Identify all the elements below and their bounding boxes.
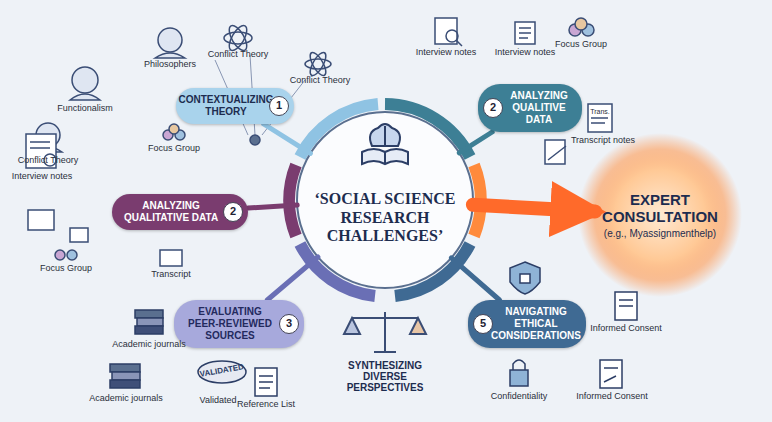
icon-label: Informed Consent xyxy=(590,324,662,334)
icon-label: Academic journals xyxy=(89,394,163,404)
callout-number: 3 xyxy=(279,314,299,334)
callout-number: 5 xyxy=(473,314,493,334)
expert-glow xyxy=(578,133,742,297)
sources-pill: EVALUATING PEER-REVIEWED SOURCES3 xyxy=(174,300,304,348)
icon-label: Validated xyxy=(200,396,237,406)
icon-label: Functionalism xyxy=(57,104,113,114)
callout-number: 2 xyxy=(483,98,503,118)
icon-label: Confidentiality xyxy=(491,392,548,402)
pill-title: NAVIGATING ETHICAL CONSIDERATIONS xyxy=(491,306,581,342)
connector xyxy=(459,132,492,153)
center-ring xyxy=(289,104,481,296)
icon-label: Transcript xyxy=(151,270,191,280)
ethics-pill: NAVIGATING ETHICAL CONSIDERATIONS5 xyxy=(468,300,586,348)
pill-title: EVALUATING PEER-REVIEWED SOURCES xyxy=(184,306,276,342)
icon-label: Academic journals xyxy=(112,340,186,350)
icon-label: Interview notes xyxy=(12,172,73,182)
book-brain-icon xyxy=(362,124,408,164)
icon-label: Transcript notes xyxy=(571,136,635,146)
callout-number: 1 xyxy=(269,96,289,116)
expert-circle: EXPERT CONSULTATION (e.g., Myassignmenthe… xyxy=(586,150,734,280)
expert-title: EXPERT CONSULTATION xyxy=(592,191,728,226)
icon-label: Conflict Theory xyxy=(290,76,350,86)
theory-pill: CONTEXTUALIZING THEORY1 xyxy=(176,88,294,124)
pill-title: CONTEXTUALIZING THEORY xyxy=(179,94,274,118)
connector xyxy=(267,257,318,300)
connector xyxy=(248,205,297,208)
icon-label: Philosophers xyxy=(144,60,196,70)
stamp-label: VALIDATED xyxy=(199,363,244,379)
center-title: ‘SOCIAL SCIENCE RESEARCH CHALLENGES’ xyxy=(313,190,457,245)
icon-label: Conflict Theory xyxy=(208,50,268,60)
icon-label: Interview notes xyxy=(495,48,556,58)
icon-label: Focus Group xyxy=(555,40,607,50)
theory-icons xyxy=(34,23,331,152)
icon-label: Focus Group xyxy=(40,264,92,274)
data-pill: ANALYZING QUALITATIVE DATA2 xyxy=(112,194,248,230)
doc-label: Trans. xyxy=(590,108,610,116)
icon-label: Conflict Theory xyxy=(18,156,78,166)
icon-label: Reference List xyxy=(237,400,295,410)
data-pill: ANALYZING QUALITIVE DATA2 xyxy=(478,84,582,132)
icon-label: Focus Group xyxy=(148,144,200,154)
center-disc xyxy=(297,112,473,288)
callout-number: 2 xyxy=(223,202,243,222)
connector xyxy=(264,124,311,153)
scales-icon xyxy=(344,312,426,352)
expert-note: (e.g., Myassignmenthelp) xyxy=(604,228,716,239)
center-circle: ‘SOCIAL SCIENCE RESEARCH CHALLENGES’ xyxy=(297,112,473,288)
pill-title: ANALYZING QUALITATIVE DATA xyxy=(122,200,220,224)
connector xyxy=(451,258,499,300)
arrow-connector xyxy=(473,205,595,212)
icon-label: Interview notes xyxy=(416,48,477,58)
perspective-label: SYNTHESIZING DIVERSE PERSPECTIVES xyxy=(330,360,440,393)
pill-title: ANALYZING QUALITIVE DATA xyxy=(506,90,572,126)
icon-label: Informed Consent xyxy=(576,392,648,402)
